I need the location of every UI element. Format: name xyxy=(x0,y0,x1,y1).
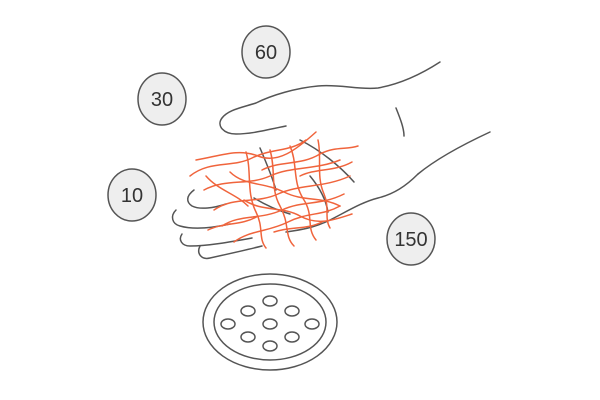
drain-hole xyxy=(240,305,256,317)
badge-10: 10 xyxy=(107,168,157,222)
drain-outer-ring xyxy=(202,273,338,371)
open-palm-icon xyxy=(171,61,491,260)
badge-30-circle xyxy=(137,72,187,126)
drain-hole xyxy=(240,331,256,343)
badge-60-label: 60 xyxy=(255,42,277,64)
badge-60-circle xyxy=(241,25,291,79)
badge-60: 60 xyxy=(241,25,291,79)
badge-10-circle xyxy=(107,168,157,222)
drain-hole xyxy=(262,295,278,307)
badge-150-label: 150 xyxy=(394,229,427,251)
drain-icon xyxy=(202,273,338,371)
badge-30: 30 xyxy=(137,72,187,126)
badge-150: 150 xyxy=(386,212,436,266)
drain-inner-ring xyxy=(213,283,327,361)
hair-strands-icon xyxy=(189,131,359,249)
drain-hole xyxy=(284,331,300,343)
badge-30-label: 30 xyxy=(151,89,173,111)
drain-hole xyxy=(220,318,236,330)
drain-hole xyxy=(262,340,278,352)
drain-hole xyxy=(284,305,300,317)
badge-10-label: 10 xyxy=(121,185,143,207)
badge-150-circle xyxy=(386,212,436,266)
drain-hole xyxy=(262,318,278,330)
drain-hole xyxy=(304,318,320,330)
